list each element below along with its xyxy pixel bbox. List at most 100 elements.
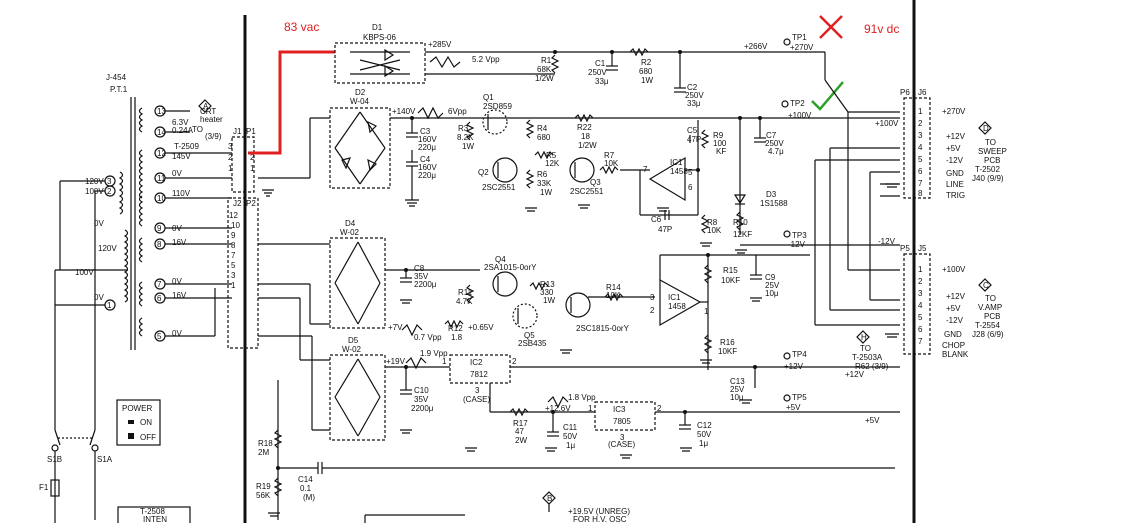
svg-text:220μ: 220μ	[418, 171, 436, 180]
bridge-d5: D5 W-02	[329, 336, 386, 441]
resistor-r14: R14 10K	[604, 283, 624, 302]
junction-dots	[276, 50, 762, 470]
vreg-0-65: +0.65V	[468, 323, 494, 332]
capacitor-c7: C7 250V 4.7μ	[754, 118, 784, 156]
svg-text:7805: 7805	[613, 417, 631, 426]
svg-text:R15: R15	[723, 266, 738, 275]
svg-text:GND: GND	[944, 330, 962, 339]
svg-text:18: 18	[581, 132, 590, 141]
svg-text:B: B	[547, 494, 552, 503]
ground-symbols	[262, 183, 899, 517]
svg-text:7: 7	[157, 280, 162, 289]
svg-text:33μ: 33μ	[595, 77, 609, 86]
inner-0v-b: 0V	[94, 293, 104, 302]
svg-text:47P: 47P	[658, 225, 672, 234]
capacitor-c10: C10 35V 2200μ	[400, 367, 434, 413]
svg-text:R16: R16	[720, 338, 735, 347]
svg-text:1W: 1W	[543, 296, 555, 305]
svg-text:-12V: -12V	[946, 156, 964, 165]
transformer-pt1: J-454 P.T.1 13 14 12 11 10 9 8 7 6 5 3 2…	[54, 73, 232, 430]
resistor-r17: R17 47 2W	[509, 407, 529, 445]
heater-sheet: (3/9)	[205, 132, 222, 141]
svg-text:10μ: 10μ	[765, 289, 779, 298]
svg-text:13: 13	[157, 107, 166, 116]
svg-text:12KF: 12KF	[733, 230, 752, 239]
svg-text:A: A	[203, 102, 209, 111]
svg-text:R2: R2	[641, 58, 652, 67]
tap-volts-110: 110V	[172, 189, 191, 198]
capacitor-c8: C8 35V 2200μ	[400, 264, 437, 289]
heater-to: TO	[192, 125, 203, 134]
svg-text:5: 5	[231, 261, 236, 270]
svg-text:INTEN: INTEN	[143, 515, 167, 523]
svg-text:2: 2	[228, 153, 233, 162]
svg-text:P5: P5	[900, 244, 910, 253]
svg-text:-12V: -12V	[946, 316, 964, 325]
vreg-12-6: +12.6V	[545, 404, 571, 413]
tap-volts-0d: 0V	[172, 329, 182, 338]
svg-text:ON: ON	[140, 418, 152, 427]
svg-text:2SC1815-0orY: 2SC1815-0orY	[576, 324, 630, 333]
svg-text:1/2W: 1/2W	[578, 141, 597, 150]
tap-2: 2	[104, 185, 116, 197]
svg-text:1.8: 1.8	[451, 333, 463, 342]
svg-text:2: 2	[657, 404, 662, 413]
svg-text:C12: C12	[697, 421, 712, 430]
svg-text:+5V: +5V	[786, 403, 801, 412]
tap-volts-16b: 16V	[172, 291, 187, 300]
svg-text:J1: J1	[233, 127, 242, 136]
svg-text:3: 3	[620, 433, 625, 442]
svg-text:KF: KF	[716, 147, 726, 156]
svg-text:250V: 250V	[588, 68, 607, 77]
svg-text:TO: TO	[985, 138, 996, 147]
svg-text:C10: C10	[414, 386, 429, 395]
tap-9: 9	[154, 222, 166, 234]
svg-text:3: 3	[918, 289, 923, 298]
svg-text:C2: C2	[687, 83, 698, 92]
tap-7: 7	[154, 278, 166, 290]
tap-6: 6	[154, 292, 166, 304]
svg-text:+100V: +100V	[942, 265, 966, 274]
inner-120v: 120V	[98, 244, 117, 253]
svg-text:6: 6	[918, 167, 923, 176]
transistor-q4: Q4 2SA1015-0orY	[484, 255, 537, 297]
svg-text:2SD859: 2SD859	[483, 102, 512, 111]
svg-text:5: 5	[688, 168, 693, 177]
svg-text:12: 12	[229, 211, 238, 220]
svg-text:7812: 7812	[470, 370, 488, 379]
svg-text:TP2: TP2	[790, 99, 805, 108]
svg-text:220μ: 220μ	[418, 143, 436, 152]
svg-text:+270V: +270V	[790, 43, 814, 52]
d4-out: +7V	[388, 323, 403, 332]
svg-text:7: 7	[918, 179, 923, 188]
hv-line2: FOR H.V. OSC	[573, 515, 627, 523]
svg-text:2SB435: 2SB435	[518, 339, 547, 348]
svg-text:R19: R19	[256, 482, 271, 491]
svg-text:C: C	[983, 281, 989, 290]
svg-text:P2: P2	[246, 199, 256, 208]
svg-text:TP3: TP3	[792, 231, 807, 240]
svg-text:10K: 10K	[606, 291, 621, 300]
svg-text:8: 8	[157, 240, 162, 249]
transistor-q2: Q2 2SC2551	[478, 157, 518, 192]
svg-text:R7: R7	[604, 151, 615, 160]
svg-text:6: 6	[918, 325, 923, 334]
svg-text:R22: R22	[577, 123, 592, 132]
svg-text:9: 9	[157, 224, 162, 233]
tap-12: 12	[154, 147, 166, 159]
testpoint-tp2: TP2 +100V	[781, 99, 812, 120]
transformer-ref: J-454	[106, 73, 127, 82]
svg-text:W-04: W-04	[350, 97, 370, 106]
d5-out: +19V	[386, 357, 406, 366]
svg-text:J6: J6	[918, 88, 927, 97]
svg-text:R17: R17	[513, 419, 528, 428]
svg-text:J28 (6/9): J28 (6/9)	[972, 330, 1004, 339]
svg-text:+270V: +270V	[942, 107, 966, 116]
svg-text:C8: C8	[414, 264, 425, 273]
svg-text:2M: 2M	[258, 448, 269, 457]
svg-text:T-2503A: T-2503A	[852, 353, 883, 362]
svg-text:3: 3	[231, 271, 236, 280]
resistor-r11: R11 4.7K	[456, 284, 475, 306]
red-label-91vdc: 91v dc	[864, 22, 899, 36]
